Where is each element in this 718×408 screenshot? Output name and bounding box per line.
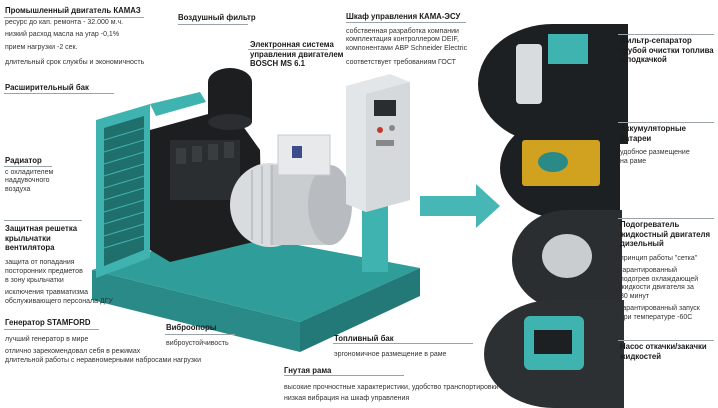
heater-line: гарантированный bbox=[620, 266, 678, 274]
cabinet-line: собственная разработка компании bbox=[346, 27, 459, 35]
batteries-title: Аккумуляторные bbox=[620, 124, 687, 133]
leader-fan-guard bbox=[4, 220, 82, 221]
electronic-title: Электронная система bbox=[250, 40, 334, 49]
fan-guard-line: посторонних предметов bbox=[5, 267, 83, 275]
heater-line: подогрев охлаждающей bbox=[620, 275, 699, 283]
electronic-callout: Электронная система управления двигателе… bbox=[250, 40, 343, 69]
fan-guard-title: Защитная решетка bbox=[5, 224, 78, 233]
generator-callout: Генератор STAMFORD лучший генератор в ми… bbox=[5, 318, 201, 366]
heater-title: дизельный bbox=[620, 239, 664, 249]
cabinet-title: Шкаф управления КАМА-ЭСУ bbox=[346, 12, 461, 21]
detail-heater-image bbox=[512, 210, 622, 310]
heater-title: жидкостный двигателя bbox=[620, 229, 710, 239]
leader-fuel-tank bbox=[333, 343, 473, 344]
heater-line: при температуре -60С bbox=[620, 313, 693, 321]
heater-line: гарантированный запуск bbox=[620, 304, 700, 312]
expansion-tank-title: Расширительный бак bbox=[5, 83, 89, 92]
generator-line: длительной работы с неравномерными набро… bbox=[5, 357, 201, 365]
frame-callout: Гнутая рама высокие прочностные характер… bbox=[284, 366, 499, 404]
cabinet-line: компонентами ABP Schneider Electric bbox=[346, 45, 468, 53]
detail-batteries-image bbox=[500, 118, 620, 218]
leader-fuel-filter bbox=[618, 34, 714, 35]
leader-pump bbox=[618, 340, 714, 341]
engine-line: прием нагрузки -2 сек. bbox=[5, 44, 78, 52]
electronic-title: управления двигателем bbox=[250, 49, 344, 59]
leader-radiator bbox=[4, 166, 52, 167]
engine-line: длительный срок службы и экономичность bbox=[5, 58, 145, 66]
heater-line: принцип работы "сетка" bbox=[620, 255, 698, 263]
batteries-line: удобное размещение bbox=[620, 149, 690, 157]
fan-guard-line: в зону крыльчатки bbox=[5, 276, 64, 284]
radiator-title: Радиатор bbox=[5, 156, 42, 165]
arrow-shape bbox=[420, 184, 500, 228]
engine-line: низкий расход масла на угар -0,1% bbox=[5, 31, 120, 39]
generator-line: лучший генератор в мире bbox=[5, 335, 89, 343]
heater-line: жидкости двигателя за bbox=[620, 284, 694, 292]
heater-callout: Подогреватель жидкостный двигателя дизел… bbox=[620, 220, 710, 322]
vibration-callout: Виброопоры виброустойчивость bbox=[166, 323, 229, 348]
fan-guard-line: исключения травматизма bbox=[5, 289, 88, 297]
fan-guard-line: защита от попадания bbox=[5, 259, 75, 267]
radiator-line: наддувочного bbox=[5, 177, 50, 185]
leader-vibration bbox=[165, 334, 235, 335]
leader-air-filter bbox=[178, 24, 248, 25]
fuel-filter-title: грубой очистки топлива bbox=[620, 45, 714, 55]
radiator-callout: Радиатор с охладителем наддувочного возд… bbox=[5, 156, 53, 195]
vibration-title: Виброопоры bbox=[166, 323, 217, 332]
frame-front bbox=[92, 270, 300, 352]
radiator-line: с охладителем bbox=[5, 168, 54, 176]
frame-line: низкая вибрация на шкаф управления bbox=[284, 395, 410, 403]
fuel-tank-title: Топливный бак bbox=[334, 334, 394, 343]
batteries-callout: Аккумуляторные батареи удобное размещени… bbox=[620, 124, 690, 167]
generator-title: Генератор STAMFORD bbox=[5, 318, 91, 327]
engine-title: Промышленный двигатель КАМАЗ bbox=[5, 6, 141, 15]
detail-pump-image bbox=[484, 300, 624, 408]
vibration-text: виброустойчивость bbox=[166, 339, 229, 347]
electronic-title: BOSCH MS 6.1 bbox=[250, 59, 306, 69]
fan-guard-line: обслуживающего персонала ДГУ bbox=[5, 298, 113, 306]
cabinet-line: соответствует требованиям ГОСТ bbox=[346, 58, 456, 66]
leader-expansion bbox=[4, 93, 114, 94]
radiator-grille bbox=[104, 116, 144, 266]
fuel-tank-callout: Топливный бак эргономичное размещение в … bbox=[334, 334, 446, 359]
frame-line: высокие прочностные характеристики, удоб… bbox=[284, 383, 499, 391]
radiator-line: воздуха bbox=[5, 186, 31, 194]
batteries-title: батареи bbox=[620, 133, 652, 143]
generator-line: отлично зарекомендовал себя в режимах bbox=[5, 348, 141, 356]
engine-callout: Промышленный двигатель КАМАЗ ресурс до к… bbox=[5, 6, 144, 68]
pump-title: Насос откачки/закачки bbox=[620, 342, 707, 351]
fan-guard-title: вентилятора bbox=[5, 243, 55, 253]
frame-title: Гнутая рама bbox=[284, 366, 332, 375]
leader-electronic bbox=[248, 49, 328, 50]
fuel-tank-text: эргономичное размещение в раме bbox=[334, 350, 447, 358]
leader-batteries bbox=[618, 122, 714, 123]
leader-generator bbox=[4, 329, 99, 330]
batteries-line: на раме bbox=[620, 158, 647, 166]
leader-engine bbox=[4, 17, 144, 18]
expansion-tank bbox=[150, 92, 206, 116]
fuel-filter-title: Фильтр-сепаратор bbox=[620, 36, 692, 45]
generator-terminal-box bbox=[277, 134, 331, 176]
cabinet-callout: Шкаф управления КАМА-ЭСУ собственная раз… bbox=[346, 12, 467, 68]
cabinet-display bbox=[374, 100, 396, 116]
engine-line: ресурс до кап. ремонта - 32.000 м.ч. bbox=[5, 18, 124, 26]
fuel-filter-title: с подкачкой bbox=[620, 55, 667, 65]
air-filter-title: Воздушный фильтр bbox=[178, 13, 256, 22]
pump-callout: Насос откачки/закачки жидкостей bbox=[620, 342, 707, 361]
heater-title: Подогреватель bbox=[620, 220, 680, 229]
cabinet-line: комплектация контроллером DEIF, bbox=[346, 36, 459, 44]
frame-side bbox=[300, 268, 420, 352]
leader-frame bbox=[284, 375, 404, 376]
leader-cabinet bbox=[346, 22, 466, 23]
leader-heater bbox=[618, 218, 714, 219]
fan-guard-title: крыльчатки bbox=[5, 233, 51, 243]
heater-line: 30 минут bbox=[620, 293, 650, 301]
fuel-filter-callout: Фильтр-сепаратор грубой очистки топлива … bbox=[620, 36, 714, 65]
pump-title: жидкостей bbox=[620, 351, 662, 361]
fan-guard-callout: Защитная решетка крыльчатки вентилятора … bbox=[5, 224, 113, 307]
